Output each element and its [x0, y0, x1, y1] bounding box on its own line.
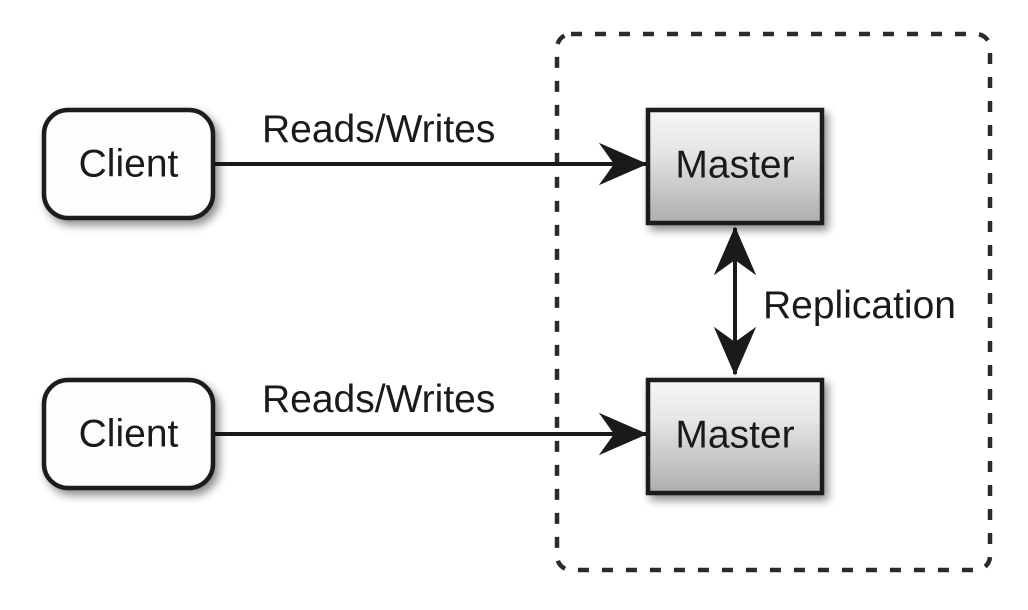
- client-bottom-shape: [41, 377, 216, 491]
- node-master-top[interactable]: Master: [645, 107, 825, 226]
- replication-cluster-boundary: [554, 31, 993, 573]
- client-top-shape: [41, 107, 216, 221]
- edge-label-replication: Replication: [763, 284, 956, 327]
- node-client-top[interactable]: Client: [41, 107, 216, 221]
- edge-label-reads-writes-bottom: Reads/Writes: [262, 378, 495, 421]
- client-bottom-label: Client: [79, 412, 179, 455]
- edge-label-reads-writes-top: Reads/Writes: [262, 108, 495, 151]
- master-top-shape: [645, 107, 825, 226]
- node-client-bottom[interactable]: Client: [41, 377, 216, 491]
- node-master-bottom[interactable]: Master: [645, 377, 825, 496]
- master-top-label: Master: [675, 143, 794, 186]
- master-bottom-shape: [645, 377, 825, 496]
- master-bottom-label: Master: [675, 413, 794, 456]
- client-top-label: Client: [79, 142, 179, 185]
